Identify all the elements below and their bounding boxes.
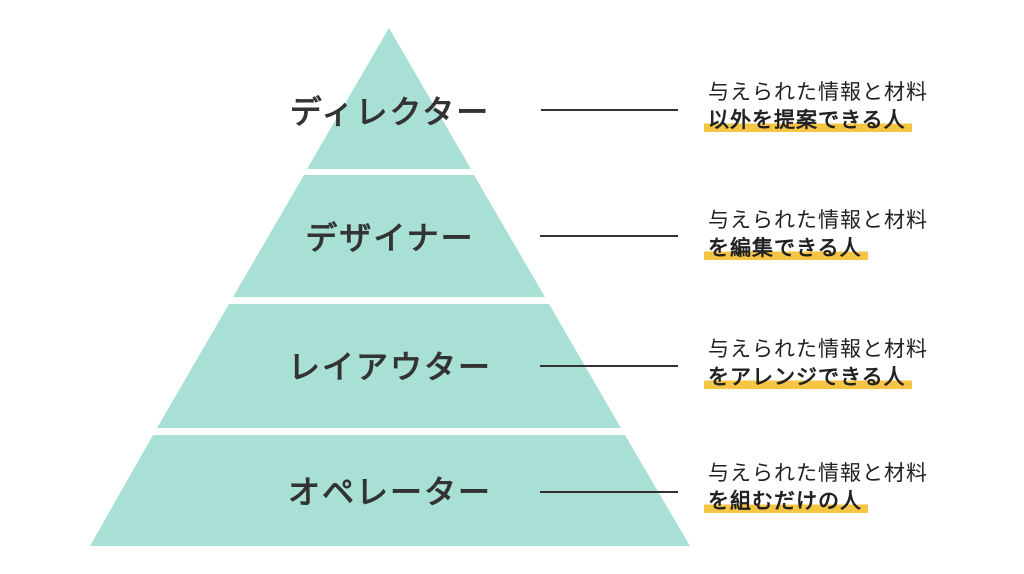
description-director: 与えられた情報と材料 以外を提案できる人 bbox=[704, 78, 928, 134]
description-line: 与えられた情報と材料 bbox=[708, 80, 928, 104]
pyramid-tier-designer bbox=[233, 175, 545, 297]
level-label-designer: デザイナー bbox=[305, 219, 475, 257]
description-operator: 与えられた情報と材料 を組むだけの人 bbox=[704, 459, 928, 515]
pyramid-tier-director bbox=[307, 28, 471, 169]
pyramid-tier-operator bbox=[90, 435, 690, 546]
description-layouter: 与えられた情報と材料 をアレンジできる人 bbox=[704, 335, 928, 391]
level-label-layouter: レイアウター bbox=[287, 348, 492, 386]
description-highlight: を組むだけの人 bbox=[704, 487, 868, 515]
level-label-operator: オペレーター bbox=[287, 473, 492, 511]
description-highlight: をアレンジできる人 bbox=[704, 363, 912, 391]
description-line: 与えられた情報と材料 bbox=[708, 461, 928, 485]
description-designer: 与えられた情報と材料 を編集できる人 bbox=[704, 206, 928, 262]
description-highlight: を編集できる人 bbox=[704, 234, 868, 262]
description-line: 与えられた情報と材料 bbox=[708, 337, 928, 361]
level-label-director: ディレクター bbox=[289, 93, 491, 131]
pyramid-tier-layouter bbox=[157, 304, 621, 428]
description-line: 与えられた情報と材料 bbox=[708, 208, 928, 232]
description-highlight: 以外を提案できる人 bbox=[704, 106, 912, 134]
